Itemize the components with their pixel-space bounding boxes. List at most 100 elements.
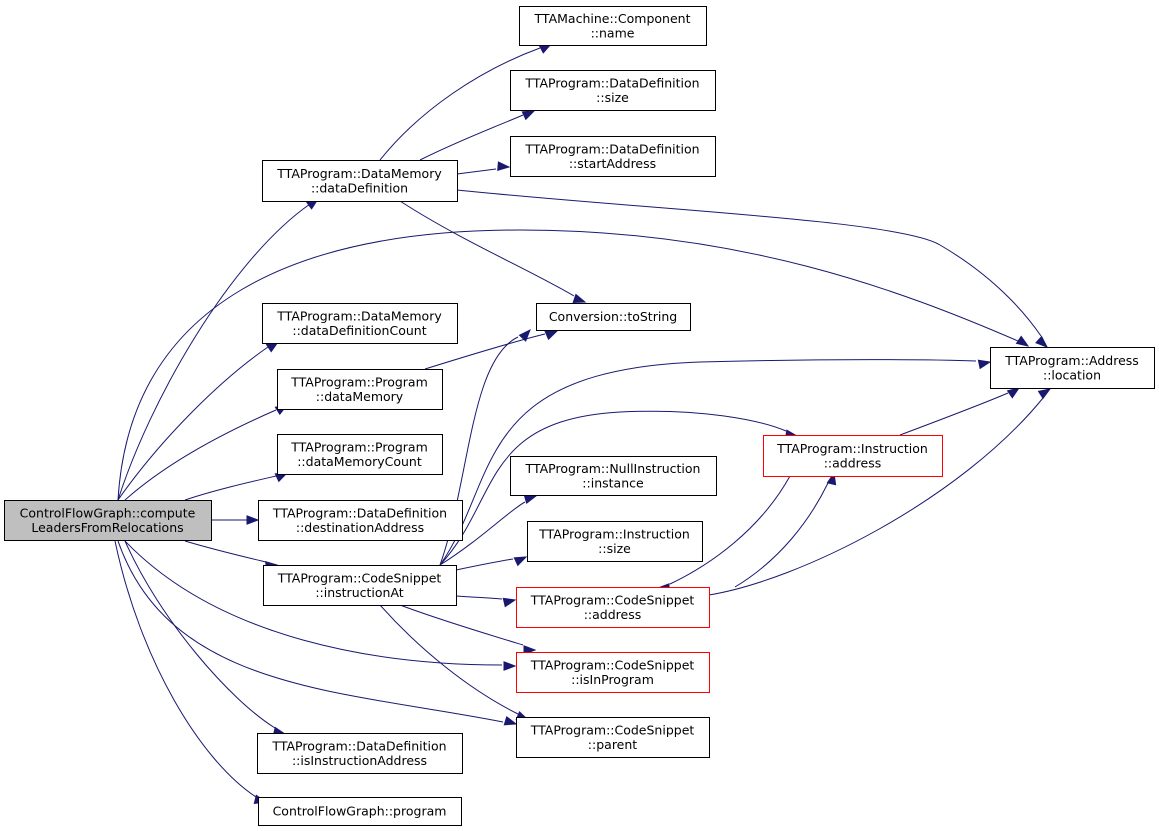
- node-box: [516, 652, 710, 693]
- edge-line: [419, 114, 524, 161]
- node-label-line: LeadersFromRelocations: [31, 520, 183, 535]
- node-label-line: ::dataMemory: [316, 389, 404, 404]
- node-label-line: ::instructionAt: [315, 585, 403, 600]
- edge-line: [456, 189, 1042, 337]
- node-label-line: ::isInstructionAddress: [292, 753, 427, 768]
- edge-ia-to-loc: [439, 359, 992, 566]
- edge-line: [117, 346, 269, 501]
- node-box: [263, 565, 457, 606]
- edge-dd-to-loc: [456, 189, 1049, 348]
- edge-ia-to-inprog: [399, 604, 537, 655]
- edge-root-to-dest: [211, 515, 260, 525]
- node-label-line: ::startAddress: [569, 156, 656, 171]
- edge-root-to-parent: [117, 540, 518, 726]
- node-parent[interactable]: TTAProgram::CodeSnippet::parent: [516, 717, 710, 758]
- edge-csaddr-to-loc: [708, 388, 1052, 596]
- node-label-line: TTAProgram::DataDefinition: [524, 141, 699, 156]
- node-label-line: ::parent: [588, 737, 637, 752]
- node-label-line: TTAProgram::Program: [290, 439, 428, 454]
- edge-line: [439, 410, 787, 566]
- edge-root-to-ddc: [117, 341, 280, 501]
- edge-line: [379, 604, 519, 715]
- edge-line: [708, 397, 1044, 596]
- node-label-line: TTAProgram::NullInstruction: [525, 461, 701, 476]
- node-label-line: TTAProgram::CodeSnippet: [530, 592, 695, 607]
- node-label-line: ::destinationAddress: [296, 520, 424, 535]
- node-label-line: ::name: [591, 25, 635, 40]
- node-tostr[interactable]: Conversion::toString: [536, 303, 691, 331]
- edge-csaddr-to-iaddr: [734, 471, 837, 588]
- node-dd[interactable]: TTAProgram::DataMemory::dataDefinition: [262, 160, 458, 202]
- edge-line: [669, 475, 791, 585]
- node-label-line: ControlFlowGraph::program: [273, 804, 447, 819]
- node-comp[interactable]: TTAMachine::Component::name: [519, 6, 707, 46]
- edge-ia-to-null: [439, 494, 538, 566]
- arrowhead: [1015, 335, 1030, 347]
- node-ddc[interactable]: TTAProgram::DataMemory::dataDefinitionCo…: [262, 303, 458, 344]
- edge-line: [455, 595, 503, 600]
- node-label-line: TTAProgram::Instruction: [538, 526, 690, 541]
- arrowhead: [977, 359, 992, 370]
- node-box: [516, 717, 710, 758]
- node-box: [258, 500, 463, 541]
- edge-dd-to-start: [456, 161, 511, 175]
- node-label-line: TTAProgram::DataMemory: [276, 308, 442, 323]
- node-inprog[interactable]: TTAProgram::CodeSnippet::isInProgram: [516, 652, 710, 693]
- node-label-line: TTAProgram::CodeSnippet: [530, 657, 695, 672]
- edge-root-to-pdm: [124, 404, 289, 501]
- node-pdmc[interactable]: TTAProgram::Program::dataMemoryCount: [277, 434, 443, 475]
- arrowhead: [503, 661, 517, 671]
- node-label-line: ::dataDefinition: [311, 180, 408, 195]
- node-label-line: ControlFlowGraph::compute: [20, 505, 196, 520]
- node-loc[interactable]: TTAProgram::Address::location: [990, 347, 1155, 389]
- node-pdm[interactable]: TTAProgram::Program::dataMemory: [277, 369, 443, 410]
- arrowhead: [497, 161, 511, 171]
- node-box: [262, 160, 458, 202]
- edge-dd-to-tostr: [399, 200, 587, 304]
- node-label-line: ::size: [596, 90, 629, 105]
- node-label-line: TTAProgram::DataMemory: [276, 166, 442, 181]
- node-null[interactable]: TTAProgram::NullInstruction::instance: [510, 456, 717, 496]
- node-label-line: TTAProgram::Address: [1004, 353, 1139, 368]
- node-start[interactable]: TTAProgram::DataDefinition::startAddress: [510, 136, 716, 177]
- node-box: [763, 435, 943, 477]
- node-ia[interactable]: TTAProgram::CodeSnippet::instructionAt: [263, 565, 457, 606]
- node-isize[interactable]: TTAProgram::Instruction::size: [527, 521, 703, 562]
- edge-line: [899, 392, 1009, 436]
- edge-line: [439, 359, 977, 566]
- node-label-line: ::dataMemoryCount: [297, 454, 422, 469]
- node-label-line: TTAProgram::DataDefinition: [271, 738, 446, 753]
- node-size[interactable]: TTAProgram::DataDefinition::size: [510, 70, 716, 111]
- edge-root-to-loc: [117, 229, 1030, 501]
- node-label-line: ::address: [824, 455, 882, 470]
- node-label-line: TTAMachine::Component: [534, 11, 691, 26]
- node-box: [990, 347, 1155, 389]
- arrowhead: [246, 515, 260, 525]
- edge-line: [424, 333, 546, 370]
- node-label-line: Conversion::toString: [549, 309, 677, 324]
- arrowhead: [521, 110, 536, 121]
- nodes-layer: ControlFlowGraph::computeLeadersFromRelo…: [4, 6, 1155, 826]
- node-csaddr[interactable]: TTAProgram::CodeSnippet::address: [516, 587, 710, 628]
- node-box: [516, 587, 710, 628]
- node-label-line: ::address: [584, 607, 642, 622]
- node-isia[interactable]: TTAProgram::DataDefinition::isInstructio…: [257, 733, 463, 774]
- node-box: [527, 521, 703, 562]
- edge-line: [117, 229, 1019, 501]
- edge-line: [124, 540, 276, 729]
- node-label-line: ::isInProgram: [571, 672, 654, 687]
- edge-line: [456, 168, 497, 175]
- edge-line: [734, 482, 829, 588]
- node-iaddr[interactable]: TTAProgram::Instruction::address: [763, 435, 943, 477]
- edge-line: [379, 47, 541, 161]
- arrowhead: [523, 494, 538, 504]
- arrowhead: [502, 597, 517, 608]
- edge-pdm-to-tostr: [424, 330, 559, 370]
- node-label-line: TTAProgram::DataDefinition: [524, 75, 699, 90]
- node-label-line: TTAProgram::DataDefinition: [272, 505, 447, 520]
- node-dest[interactable]: TTAProgram::DataDefinition::destinationA…: [258, 500, 463, 541]
- node-prog[interactable]: ControlFlowGraph::program: [258, 797, 462, 826]
- node-box: [262, 303, 458, 344]
- edge-line: [114, 540, 257, 798]
